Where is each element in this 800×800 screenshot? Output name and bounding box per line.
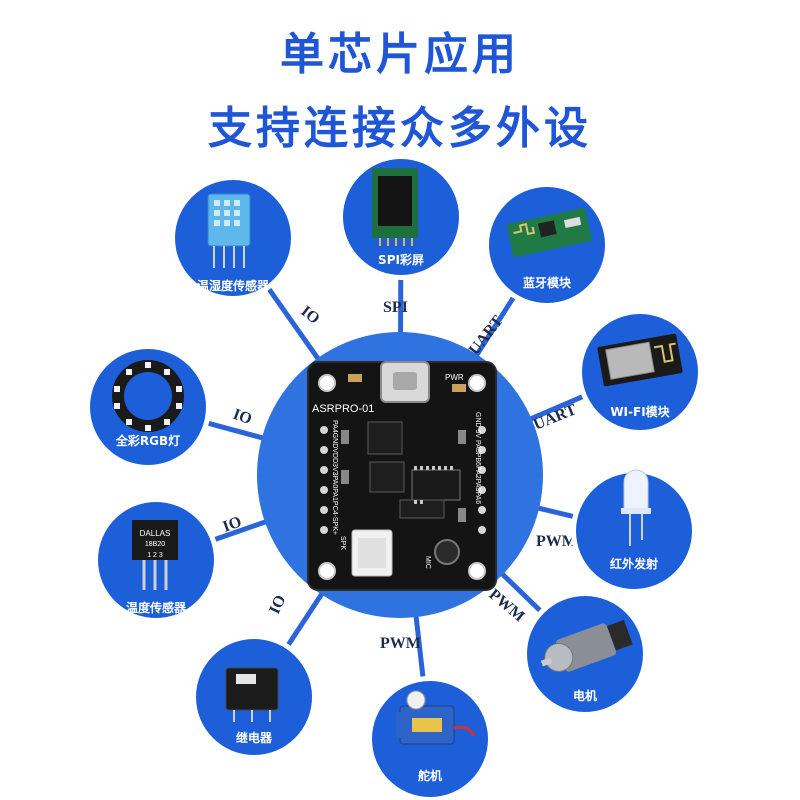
edge-label-relay: IO	[266, 593, 289, 617]
edge-label-bluetooth: UART	[466, 312, 507, 358]
label-relay: 继电器	[236, 730, 273, 745]
dht11-sensor-icon	[207, 193, 251, 268]
rgb-ring-icon	[112, 360, 184, 432]
svg-text:1 2 3: 1 2 3	[147, 552, 163, 559]
asrpro-board: ASRPRO-01 PWR PA4GNDVDD3V3PA0PA1PC4-SPK+…	[307, 361, 497, 591]
label-rgb: 全彩RGB灯	[115, 433, 180, 448]
servo-icon	[396, 690, 476, 745]
bluetooth-module-icon	[506, 207, 592, 258]
label-motor: 电机	[573, 688, 597, 703]
board-spk-label: SPK	[339, 536, 346, 550]
node-dht11-sensor: 温湿度传感器	[170, 175, 296, 301]
label-spi-lcd: SPI彩屏	[378, 252, 424, 267]
node-relay: 继电器	[191, 634, 317, 760]
ds18b20-icon: DALLAS 18B20 1 2 3	[132, 520, 178, 590]
label-wifi: WI-FI模块	[610, 404, 670, 419]
node-spi-lcd: SPI彩屏	[338, 154, 464, 280]
ir-led-icon	[621, 469, 651, 546]
edge-label-dht11: IO	[298, 303, 323, 328]
board-mic-label: MIC	[424, 556, 431, 569]
edge-label-servo: PWM	[380, 635, 421, 652]
node-servo: 舵机	[367, 676, 493, 800]
label-servo: 舵机	[418, 768, 442, 783]
edge-label-ds18b20: IO	[221, 513, 244, 535]
dc-motor-icon	[540, 619, 633, 672]
spi-lcd-icon	[372, 168, 418, 246]
svg-text:18B20: 18B20	[145, 541, 165, 548]
board-pwr-label: PWR	[445, 373, 464, 382]
board-name: ASRPRO-01	[312, 403, 374, 415]
edge-label-ir: PWM	[536, 533, 577, 550]
svg-text:DALLAS: DALLAS	[140, 529, 171, 538]
relay-icon	[225, 667, 279, 722]
node-bluetooth-module: 蓝牙模块	[484, 182, 610, 308]
board-pins-left: PA4GNDVDD3V3PA0PA1PC4-SPK+	[331, 420, 338, 535]
wifi-module-icon	[597, 333, 683, 387]
label-dht11: 温湿度传感器	[197, 278, 270, 293]
node-wifi-module: WI-FI模块	[577, 309, 703, 435]
node-ds18b20: DALLAS 18B20 1 2 3 温度传感器	[93, 497, 219, 623]
title-line-1: 单芯片应用	[280, 29, 520, 80]
node-dc-motor: 电机	[522, 591, 648, 717]
node-ir-emitter: 红外发射	[571, 468, 697, 594]
label-ds18b20: 温度传感器	[126, 600, 187, 615]
label-ir: 红外发射	[610, 556, 658, 571]
title-line-2: 支持连接众多外设	[208, 103, 592, 154]
node-rgb-ring: 全彩RGB灯	[85, 344, 211, 470]
label-bluetooth: 蓝牙模块	[523, 275, 572, 290]
edge-label-spi-lcd: SPI	[383, 299, 408, 316]
edge-label-rgb: IO	[231, 406, 254, 428]
board-pins-right: GND 5V PA5PB6PA2PA3PA6	[474, 412, 481, 504]
